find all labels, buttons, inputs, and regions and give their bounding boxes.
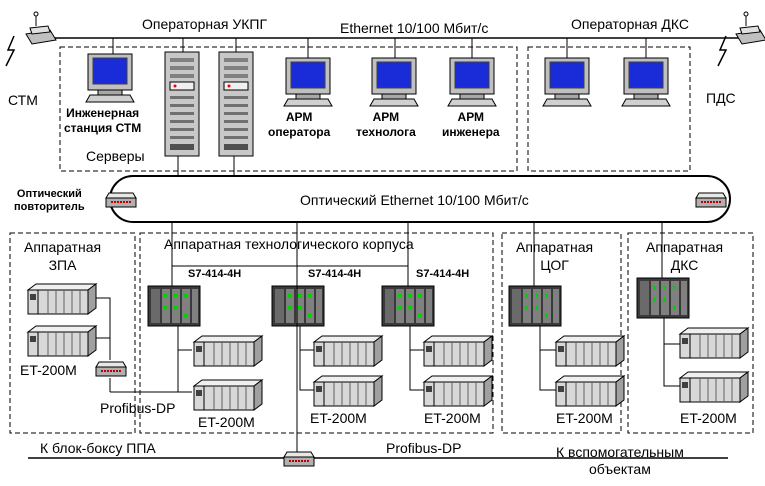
stm-label: СТМ (8, 92, 38, 108)
servers-label: Серверы (86, 148, 145, 164)
arm-technolog-label: АРМ технолога (356, 110, 416, 139)
plc-1-icon (147, 285, 201, 327)
plc-2-label: S7-414-4H (308, 268, 362, 280)
et200m-rack-icon (27, 283, 97, 315)
auxiliary-label: К вспомогательным объектам (556, 444, 684, 477)
pds-label: ПДС (706, 90, 736, 106)
plc-1-label: S7-414-4H (188, 268, 242, 280)
tech-area-label: Аппаратная технологического корпуса (164, 236, 414, 252)
zpa-room-box (9, 232, 136, 434)
cog-area-label: Аппаратная ЦОГ (516, 239, 594, 273)
et200m-rack-icon (679, 371, 749, 403)
arm-engineer-monitor-icon (447, 57, 497, 107)
dks-room-box (527, 46, 691, 172)
ethernet-label: Ethernet 10/100 Мбит/с (340, 20, 489, 36)
dks-area-label: Аппаратная ДКС (646, 239, 724, 273)
et200m-rack-icon (313, 375, 383, 407)
dks-hw-room-box (627, 232, 754, 434)
dks-operator-label: Операторная ДКС (571, 16, 689, 32)
stm-lightning-icon (5, 35, 16, 67)
et200m-label-zpa: ET-200M (20, 362, 77, 378)
plc-3-label: S7-414-4H (416, 268, 470, 280)
et200m-rack-icon (423, 375, 493, 407)
cog-room-box (501, 232, 622, 434)
et200m-rack-icon (679, 327, 749, 359)
et200m-label-cog: ET-200M (556, 410, 613, 426)
eng-station-label: Инженерная станция СТМ (64, 106, 142, 135)
optical-repeater-left-icon (105, 192, 137, 208)
eng-station-monitor-icon (85, 53, 135, 103)
et200m-label-tech-1: ET-200M (198, 414, 255, 430)
zpa-area-label: Аппаратная ЗПА (24, 239, 102, 273)
arm-operator-label: АРМ оператора (268, 110, 331, 139)
server-2-icon (218, 51, 254, 157)
et200m-rack-icon (27, 325, 97, 357)
profibus-repeater-bottom-icon (283, 451, 315, 467)
dks-monitor-2-icon (621, 57, 671, 107)
et200m-label-tech-3: ET-200M (424, 410, 481, 426)
tech-room-box (139, 232, 494, 434)
et200m-rack-icon (193, 335, 263, 367)
et200m-label-tech-2: ET-200M (310, 410, 367, 426)
block-box-label: К блок-боксу ППА (40, 440, 156, 456)
et200m-rack-icon (555, 335, 625, 367)
arm-operator-monitor-icon (283, 57, 333, 107)
arm-engineer-label: АРМ инженера (442, 110, 500, 139)
repeater-label: Оптический повторитель (14, 188, 85, 213)
pds-phone-icon (735, 11, 765, 45)
profibus-repeater-zpa-icon (95, 361, 127, 377)
dks-monitor-1-icon (542, 57, 592, 107)
plc-dks-icon (636, 277, 690, 319)
et200m-rack-icon (423, 335, 493, 367)
plc-cog-icon (508, 285, 562, 327)
profibus-bottom-label: Profibus-DP (386, 440, 462, 456)
et200m-rack-icon (555, 375, 625, 407)
profibus-label-zpa: Profibus-DP (100, 400, 176, 416)
plc-2-icon (271, 285, 325, 327)
et200m-label-dks: ET-200M (680, 410, 737, 426)
server-1-icon (164, 51, 200, 157)
pds-lightning-icon (717, 35, 728, 67)
et200m-rack-icon (193, 379, 263, 411)
ukpg-label: Операторная УКПГ (142, 16, 268, 32)
optical-ring-label: Оптический Ethernet 10/100 Мбит/с (300, 192, 529, 208)
stm-phone-icon (25, 11, 57, 45)
plc-3-icon (381, 285, 435, 327)
arm-technolog-monitor-icon (369, 57, 419, 107)
ukpg-room-box (59, 46, 518, 172)
optical-repeater-right-icon (695, 192, 727, 208)
et200m-rack-icon (313, 335, 383, 367)
